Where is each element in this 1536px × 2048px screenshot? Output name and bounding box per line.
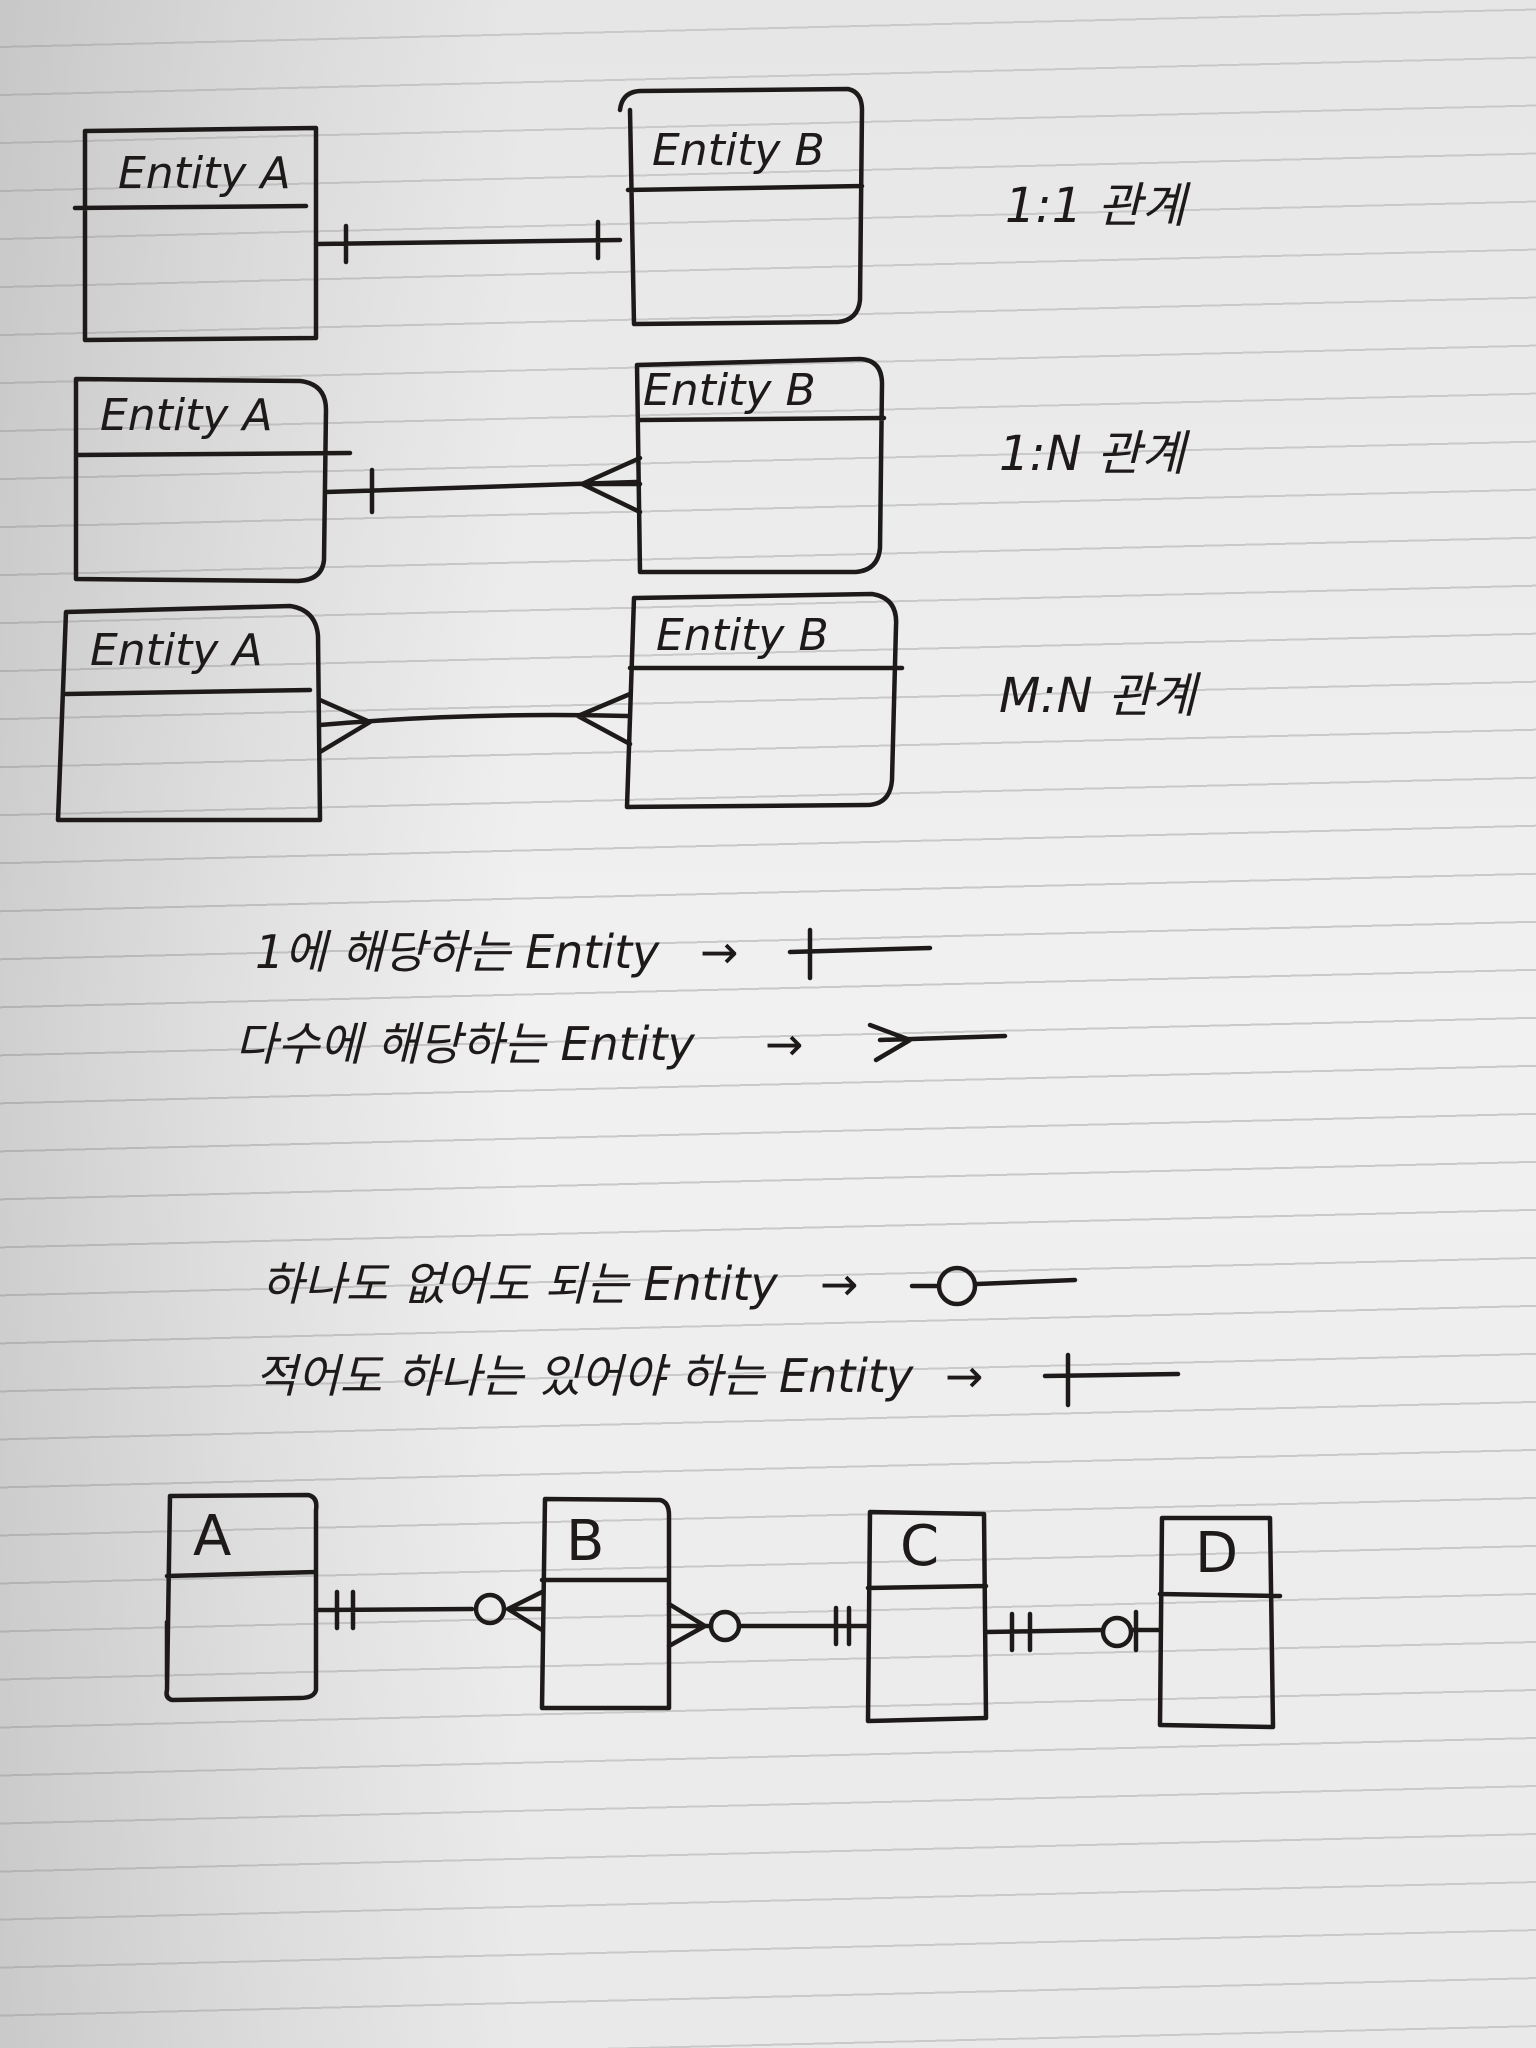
entity-a-label: Entity A: [90, 625, 263, 676]
zero-circle: [936, 1265, 978, 1307]
legend-many-text: 다수에 해당하는 Entity: [235, 1017, 696, 1071]
zero-circle: [473, 1592, 507, 1626]
entity-b-label: B: [566, 1509, 604, 1574]
zero-symbol-icon: [909, 1277, 1078, 1289]
entity-a-label: Entity A: [100, 390, 273, 441]
entity-c-box: [865, 1509, 989, 1724]
relation-label-m-n: M:N 관계: [999, 668, 1202, 724]
legend-at-least-one-text: 적어도 하나는 있어야 하는 Entity: [255, 1349, 914, 1403]
entity-b-box: [539, 1496, 672, 1711]
entity-d-label: D: [1195, 1521, 1238, 1586]
legend-zero-text: 하나도 없어도 되는 Entity: [261, 1257, 778, 1311]
c-d-connector: [983, 1609, 1163, 1653]
entity-a-box: [55, 603, 323, 823]
arrow-icon: →: [945, 1349, 984, 1403]
many-to-many-connector: [317, 691, 633, 755]
one-symbol-icon: [787, 927, 933, 981]
entity-b-box: [617, 86, 865, 327]
b-c-connector: [666, 1601, 871, 1649]
entity-b-label: Entity B: [652, 125, 825, 176]
relation-label-1-n: 1:N 관계: [999, 426, 1191, 482]
arrow-icon: →: [700, 925, 739, 979]
one-to-one-connector: [313, 219, 623, 265]
example-diagram: A B C D: [164, 1492, 1283, 1730]
relation-label-1-1: 1:1 관계: [1005, 178, 1192, 234]
entity-b-box: [634, 356, 887, 575]
a-b-connector: [313, 1589, 545, 1633]
entity-b-label: Entity B: [643, 365, 816, 416]
zero-circle: [1100, 1615, 1134, 1649]
diagram-many-to-many: Entity A Entity B M:N 관계: [55, 591, 1202, 823]
entity-a-box: [72, 125, 319, 343]
diagram-one-to-one: Entity A Entity B 1:1 관계: [72, 86, 1192, 343]
one-to-many-connector: [323, 455, 643, 515]
arrow-icon: →: [820, 1257, 859, 1311]
entity-c-label: C: [900, 1514, 939, 1579]
zero-circle: [708, 1609, 742, 1643]
one-symbol-icon: [1042, 1352, 1181, 1408]
arrow-icon: →: [765, 1017, 804, 1071]
entity-b-box: [624, 591, 905, 810]
legend-one-text: 1에 해당하는 Entity: [255, 925, 660, 979]
many-symbol-icon: [867, 1022, 1008, 1063]
entity-a-label: Entity A: [118, 148, 291, 199]
entity-b-label: Entity B: [656, 610, 829, 661]
entity-a-box: [164, 1492, 319, 1703]
entity-a-box: [73, 376, 353, 584]
entity-a-label: A: [193, 1504, 231, 1569]
entity-d-box: [1157, 1515, 1283, 1730]
diagram-one-to-many: Entity A Entity B 1:N 관계: [73, 356, 1191, 584]
notation-legend: 1에 해당하는 Entity → 다수에 해당하는 Entity → 하나도 없…: [235, 925, 1181, 1408]
